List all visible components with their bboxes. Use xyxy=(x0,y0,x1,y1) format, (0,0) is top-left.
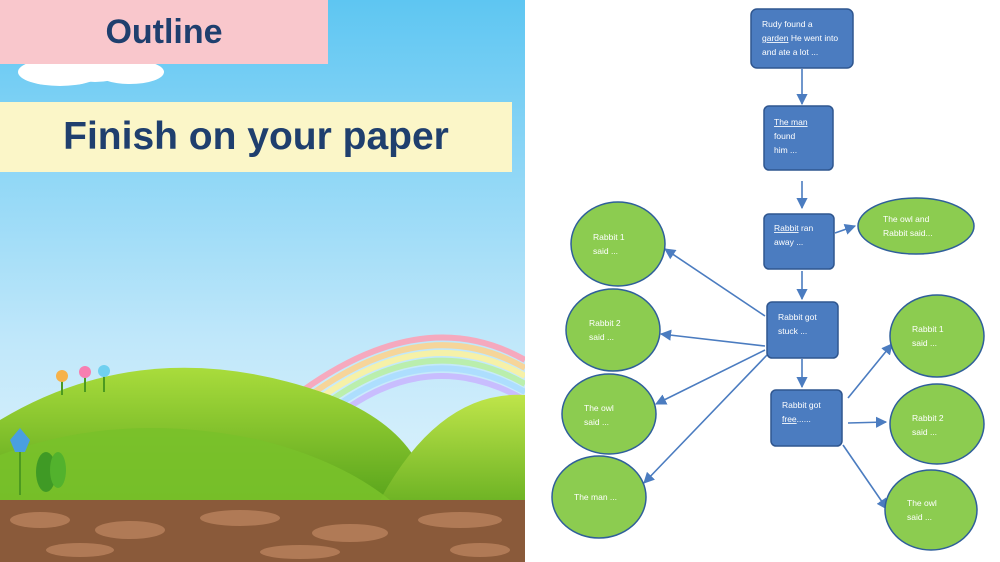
text-run: Rabbit got xyxy=(778,312,817,322)
connectors xyxy=(643,69,893,510)
right-hill xyxy=(380,394,525,500)
speech-oval: Rabbit 1 said ... xyxy=(570,201,666,287)
speech-oval-text: Rabbit 2 said ... xyxy=(589,318,621,342)
text-run: ran xyxy=(799,223,814,233)
text-line: Rabbit 1 xyxy=(593,232,625,242)
text-run: The man xyxy=(774,117,808,127)
event-box-text: Rabbit ran away ... xyxy=(774,223,813,247)
text-line: said ... xyxy=(589,332,614,342)
text-line: said ... xyxy=(912,427,937,437)
event-box: Rabbit got stuck ... xyxy=(766,301,839,359)
cartoon-landscape-illustration xyxy=(0,0,525,562)
text-line: Rabbit said... xyxy=(883,228,933,238)
speech-oval: The owl said ... xyxy=(561,373,657,455)
speech-oval-text: Rabbit 1 said ... xyxy=(912,324,944,348)
arrow-b4-o4 xyxy=(654,349,766,405)
speech-oval: Rabbit 2 said ... xyxy=(565,288,661,372)
speech-oval-text: The owl said ... xyxy=(584,403,614,427)
text-run: Rabbit xyxy=(774,223,799,233)
outline-title: Outline xyxy=(0,0,328,64)
speech-oval-text: The man ... xyxy=(574,492,617,502)
text-line: The owl and xyxy=(883,214,930,224)
arrow-b5-o7 xyxy=(847,416,888,428)
arrow-b4-o3 xyxy=(659,329,766,347)
text-line: said ... xyxy=(584,417,609,427)
text-run: stuck ... xyxy=(778,326,807,336)
speech-oval-text: The owl said ... xyxy=(907,498,937,522)
text-line: Rabbit 1 xyxy=(912,324,944,334)
speech-oval: Rabbit 1 said ... xyxy=(889,294,985,378)
speech-oval: Rabbit 2 said ... xyxy=(889,383,985,465)
arrow-b5-o6 xyxy=(847,343,893,399)
event-box-text: Rudy found a garden He went into and ate a… xyxy=(762,19,838,57)
speech-oval: The owl said ... xyxy=(884,469,978,551)
text-line: said ... xyxy=(907,512,932,522)
text-run: him ... xyxy=(774,145,797,155)
arrow-b3-o1 xyxy=(834,224,857,235)
text-run: and ate a lot ... xyxy=(762,47,818,57)
text-run: garden xyxy=(762,33,789,43)
text-line: said ... xyxy=(593,246,618,256)
text-run: found xyxy=(774,131,796,141)
text-line: The owl xyxy=(907,498,937,508)
text-line: The man ... xyxy=(574,492,617,502)
text-line: Rabbit 2 xyxy=(589,318,621,328)
text-line: The owl xyxy=(584,403,614,413)
arrow-b5-o8 xyxy=(842,444,888,510)
text-run: away ... xyxy=(774,237,803,247)
event-box-text: Rabbit got free...... xyxy=(782,400,821,424)
text-run: ...... xyxy=(797,414,811,424)
event-box-text: Rabbit got stuck ... xyxy=(778,312,817,336)
flowers xyxy=(10,365,110,495)
text-line: said ... xyxy=(912,338,937,348)
arrow-b4-o2 xyxy=(664,248,766,317)
event-box: Rudy found a garden He went into and ate a… xyxy=(750,8,854,69)
front-hill xyxy=(0,428,390,500)
event-box: Rabbit got free...... xyxy=(770,389,843,447)
story-outline-flowchart: Rudy found a garden He went into and ate a… xyxy=(551,8,985,551)
text-run: Rabbit got xyxy=(782,400,821,410)
speech-oval-text: Rabbit 1 said ... xyxy=(593,232,625,256)
text-run: free xyxy=(782,414,797,424)
ground-stones xyxy=(10,510,510,559)
speech-oval-text: Rabbit 2 said ... xyxy=(912,413,944,437)
text-run: Rudy found a xyxy=(762,19,813,29)
text-line: Rabbit 2 xyxy=(912,413,944,423)
task-title: Finish on your paper xyxy=(0,102,512,172)
text-run: He went into xyxy=(788,33,838,43)
event-box-text: The man found him ... xyxy=(774,117,808,155)
event-box: The man found him ... xyxy=(763,105,834,171)
event-box: Rabbit ran away ... xyxy=(763,213,835,270)
arrow-b4-o5 xyxy=(643,354,768,484)
speech-oval: The man ... xyxy=(551,455,647,539)
